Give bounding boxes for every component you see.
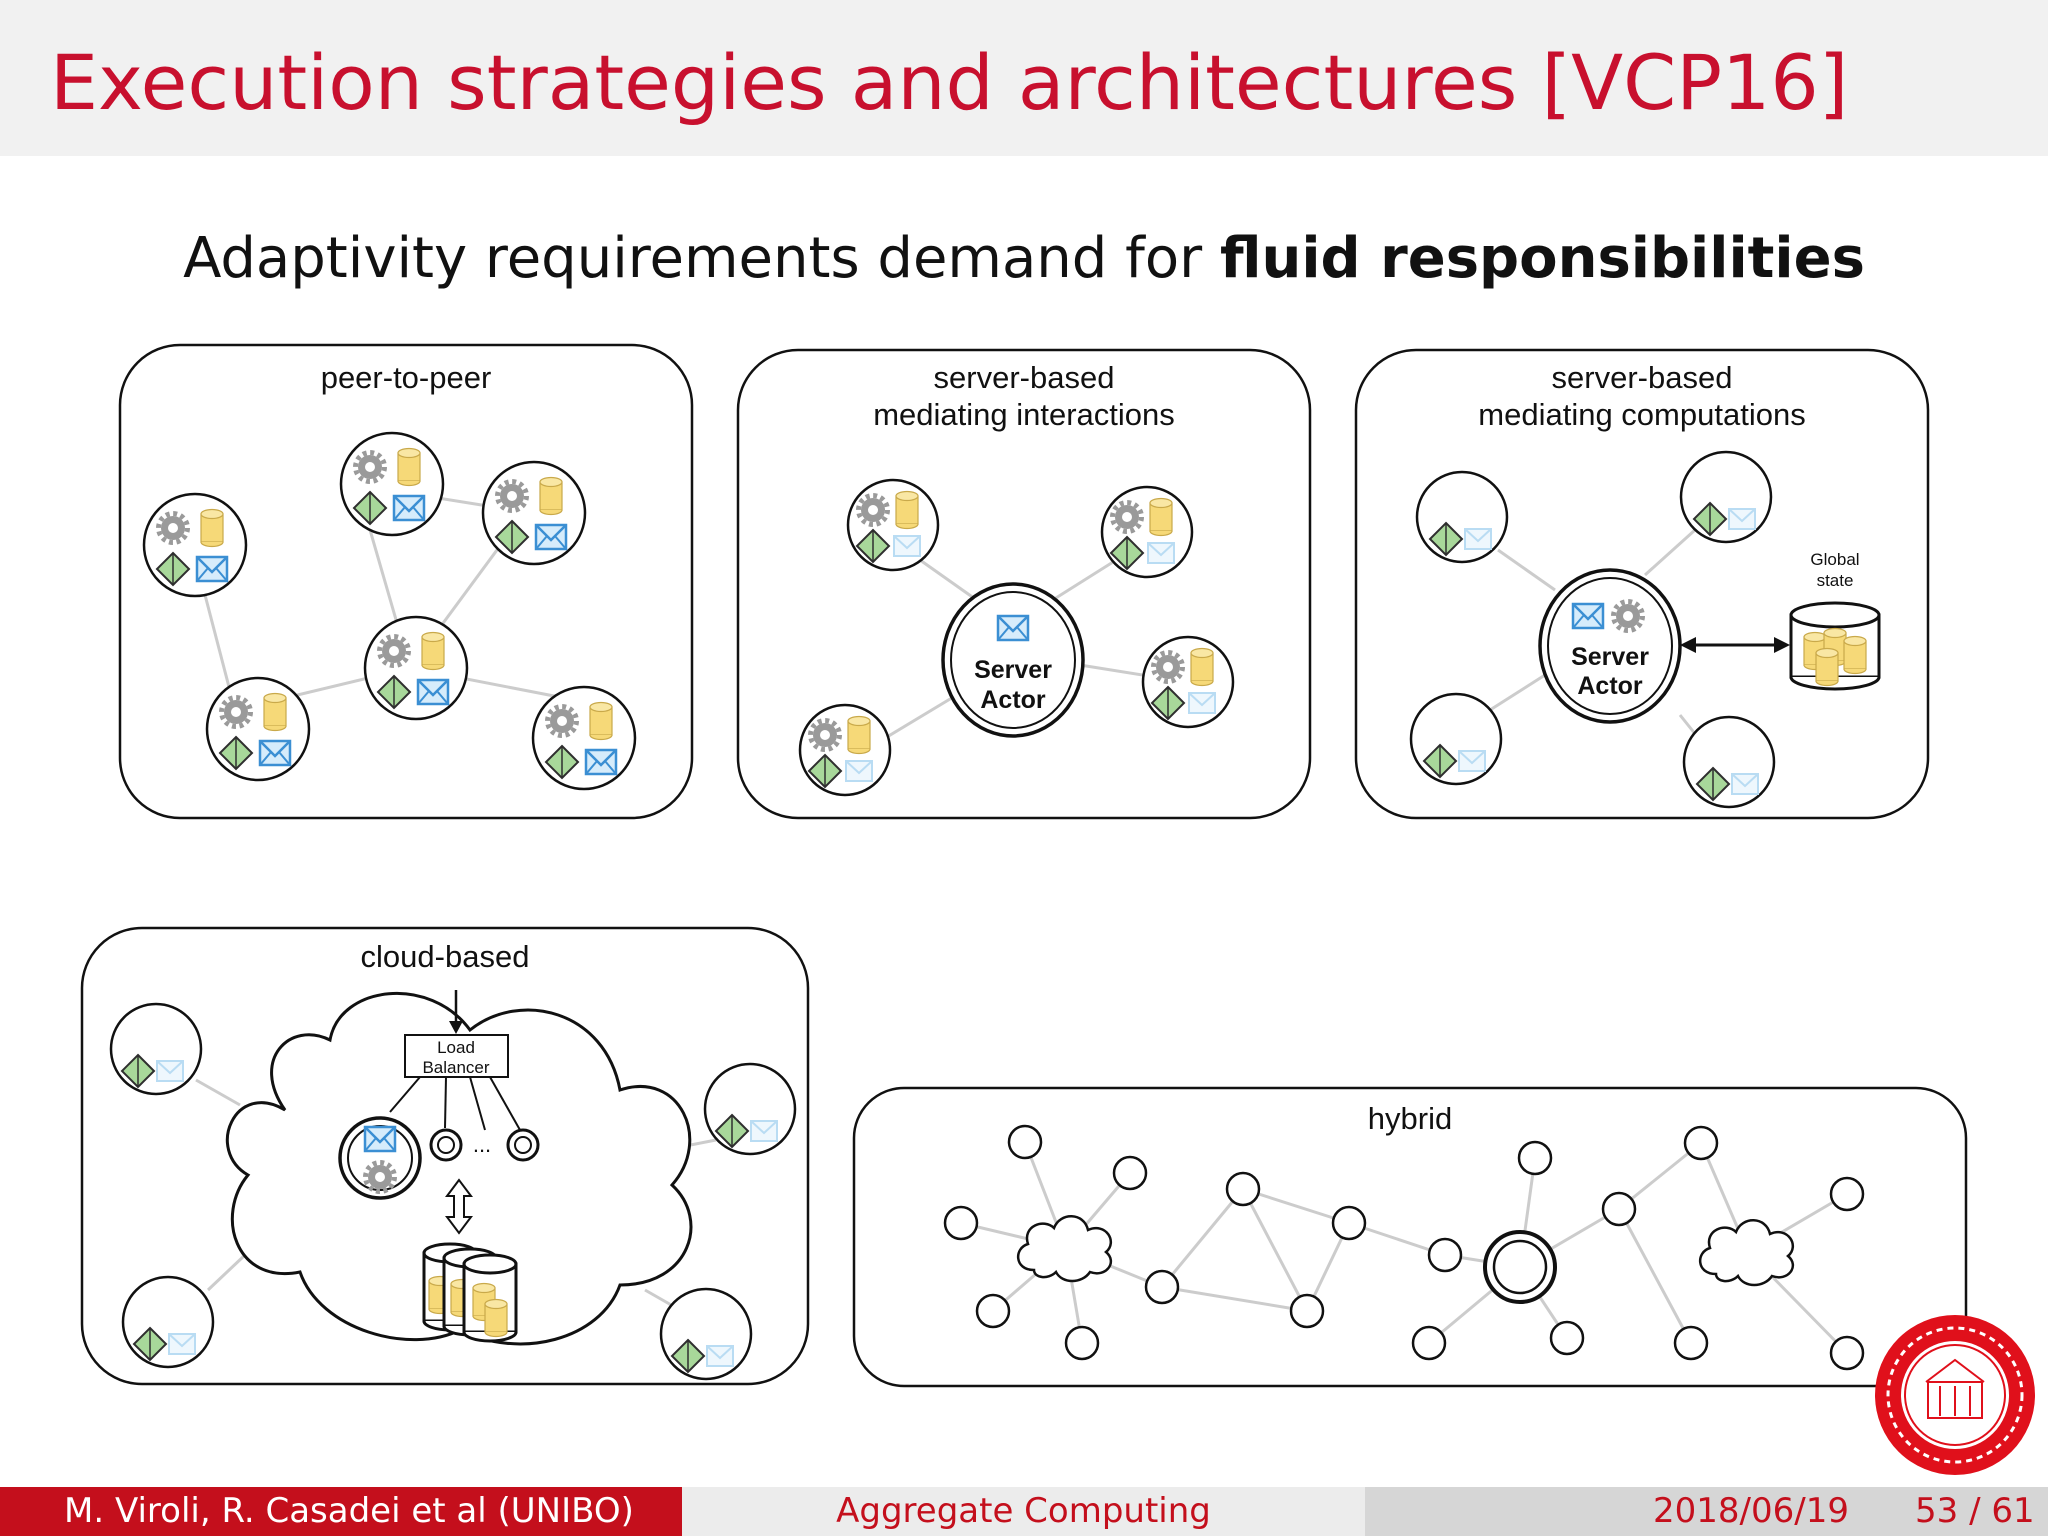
server-actor-node: Server Actor: [1538, 568, 1682, 724]
panel-server-interactions: server-based mediating interactions: [736, 348, 1312, 820]
footer-meta: 2018/06/19 53 / 61: [1365, 1487, 2048, 1536]
footer-course: Aggregate Computing: [682, 1487, 1365, 1536]
load-balancer-box: [404, 1034, 509, 1078]
panel-label-server-interactions-2: mediating interactions: [873, 397, 1175, 432]
server-actor-node: Server Actor: [941, 582, 1085, 738]
client-node: [1100, 485, 1194, 579]
client-node: [1415, 470, 1509, 564]
footer: M. Viroli, R. Casadei et al (UNIBO) Aggr…: [0, 1487, 2048, 1536]
panel-cloud-based: cloud-based Load Balancer: [80, 926, 810, 1386]
client-node: [846, 478, 940, 572]
university-seal-icon: [1875, 1315, 2035, 1475]
server-actor-label-2: Actor: [1577, 672, 1643, 700]
slide-title: Execution strategies and architectures […: [50, 38, 1849, 127]
global-state-database-icon: [1789, 601, 1881, 691]
footer-date: 2018/06/19: [1653, 1491, 1849, 1531]
panel-label-hybrid: hybrid: [1368, 1101, 1452, 1136]
slide-subtitle: Adaptivity requirements demand for fluid…: [0, 226, 2048, 291]
server-actor-label-2: Actor: [980, 686, 1046, 714]
p2p-node: [339, 431, 445, 537]
global-state-label-1: Global: [1810, 550, 1859, 569]
server-actor-label-1: Server: [1571, 643, 1649, 671]
double-arrow-icon: [445, 1178, 473, 1235]
footer-authors: M. Viroli, R. Casadei et al (UNIBO): [0, 1487, 682, 1536]
panel-hybrid: hybrid: [852, 1086, 1968, 1388]
load-balancer-label-1: Load: [437, 1038, 475, 1057]
panel-label-peer-to-peer: peer-to-peer: [321, 360, 492, 395]
load-balancer-links: [389, 1076, 521, 1131]
cloud-icon: [225, 991, 693, 1346]
p2p-node: [205, 676, 311, 782]
panel-label-server-computations-2: mediating computations: [1478, 397, 1805, 432]
actor-instance-node: [429, 1128, 463, 1162]
client-node: [1682, 715, 1776, 809]
client-node: [1141, 635, 1235, 729]
subtitle-plain: Adaptivity requirements demand for: [183, 226, 1220, 291]
footer-page-number: 53 / 61: [1915, 1491, 2035, 1531]
client-node: [1409, 692, 1503, 786]
load-balancer-label-2: Balancer: [422, 1058, 489, 1077]
global-state-label-2: state: [1817, 571, 1854, 590]
client-node: [659, 1287, 753, 1381]
panel-label-server-interactions-1: server-based: [934, 360, 1115, 395]
hybrid-nodes: [943, 1124, 1865, 1371]
title-bar: Execution strategies and architectures […: [0, 0, 2048, 156]
client-node: [121, 1275, 215, 1369]
panel-label-server-computations-1: server-based: [1552, 360, 1733, 395]
client-node: [798, 703, 892, 797]
client-node: [109, 1002, 203, 1096]
storage-database-icon: [422, 1242, 518, 1343]
client-node: [1679, 450, 1773, 544]
server-node: [1483, 1230, 1557, 1304]
client-node: [703, 1062, 797, 1156]
server-actor-label-1: Server: [974, 656, 1052, 684]
p2p-node: [531, 685, 637, 791]
p2p-node: [363, 615, 469, 721]
global-state-arrow: [1680, 637, 1790, 653]
actor-instance-node: [506, 1128, 540, 1162]
instances-ellipsis: ...: [473, 1132, 491, 1157]
panel-peer-to-peer: peer-to-peer: [118, 343, 694, 820]
p2p-node: [481, 460, 587, 566]
subtitle-bold: fluid responsibilities: [1219, 226, 1865, 291]
panel-label-cloud-based: cloud-based: [361, 939, 530, 974]
actor-instance-node: [338, 1116, 422, 1200]
panel-server-computations: server-based mediating computations: [1354, 348, 1930, 820]
p2p-node: [142, 492, 248, 598]
